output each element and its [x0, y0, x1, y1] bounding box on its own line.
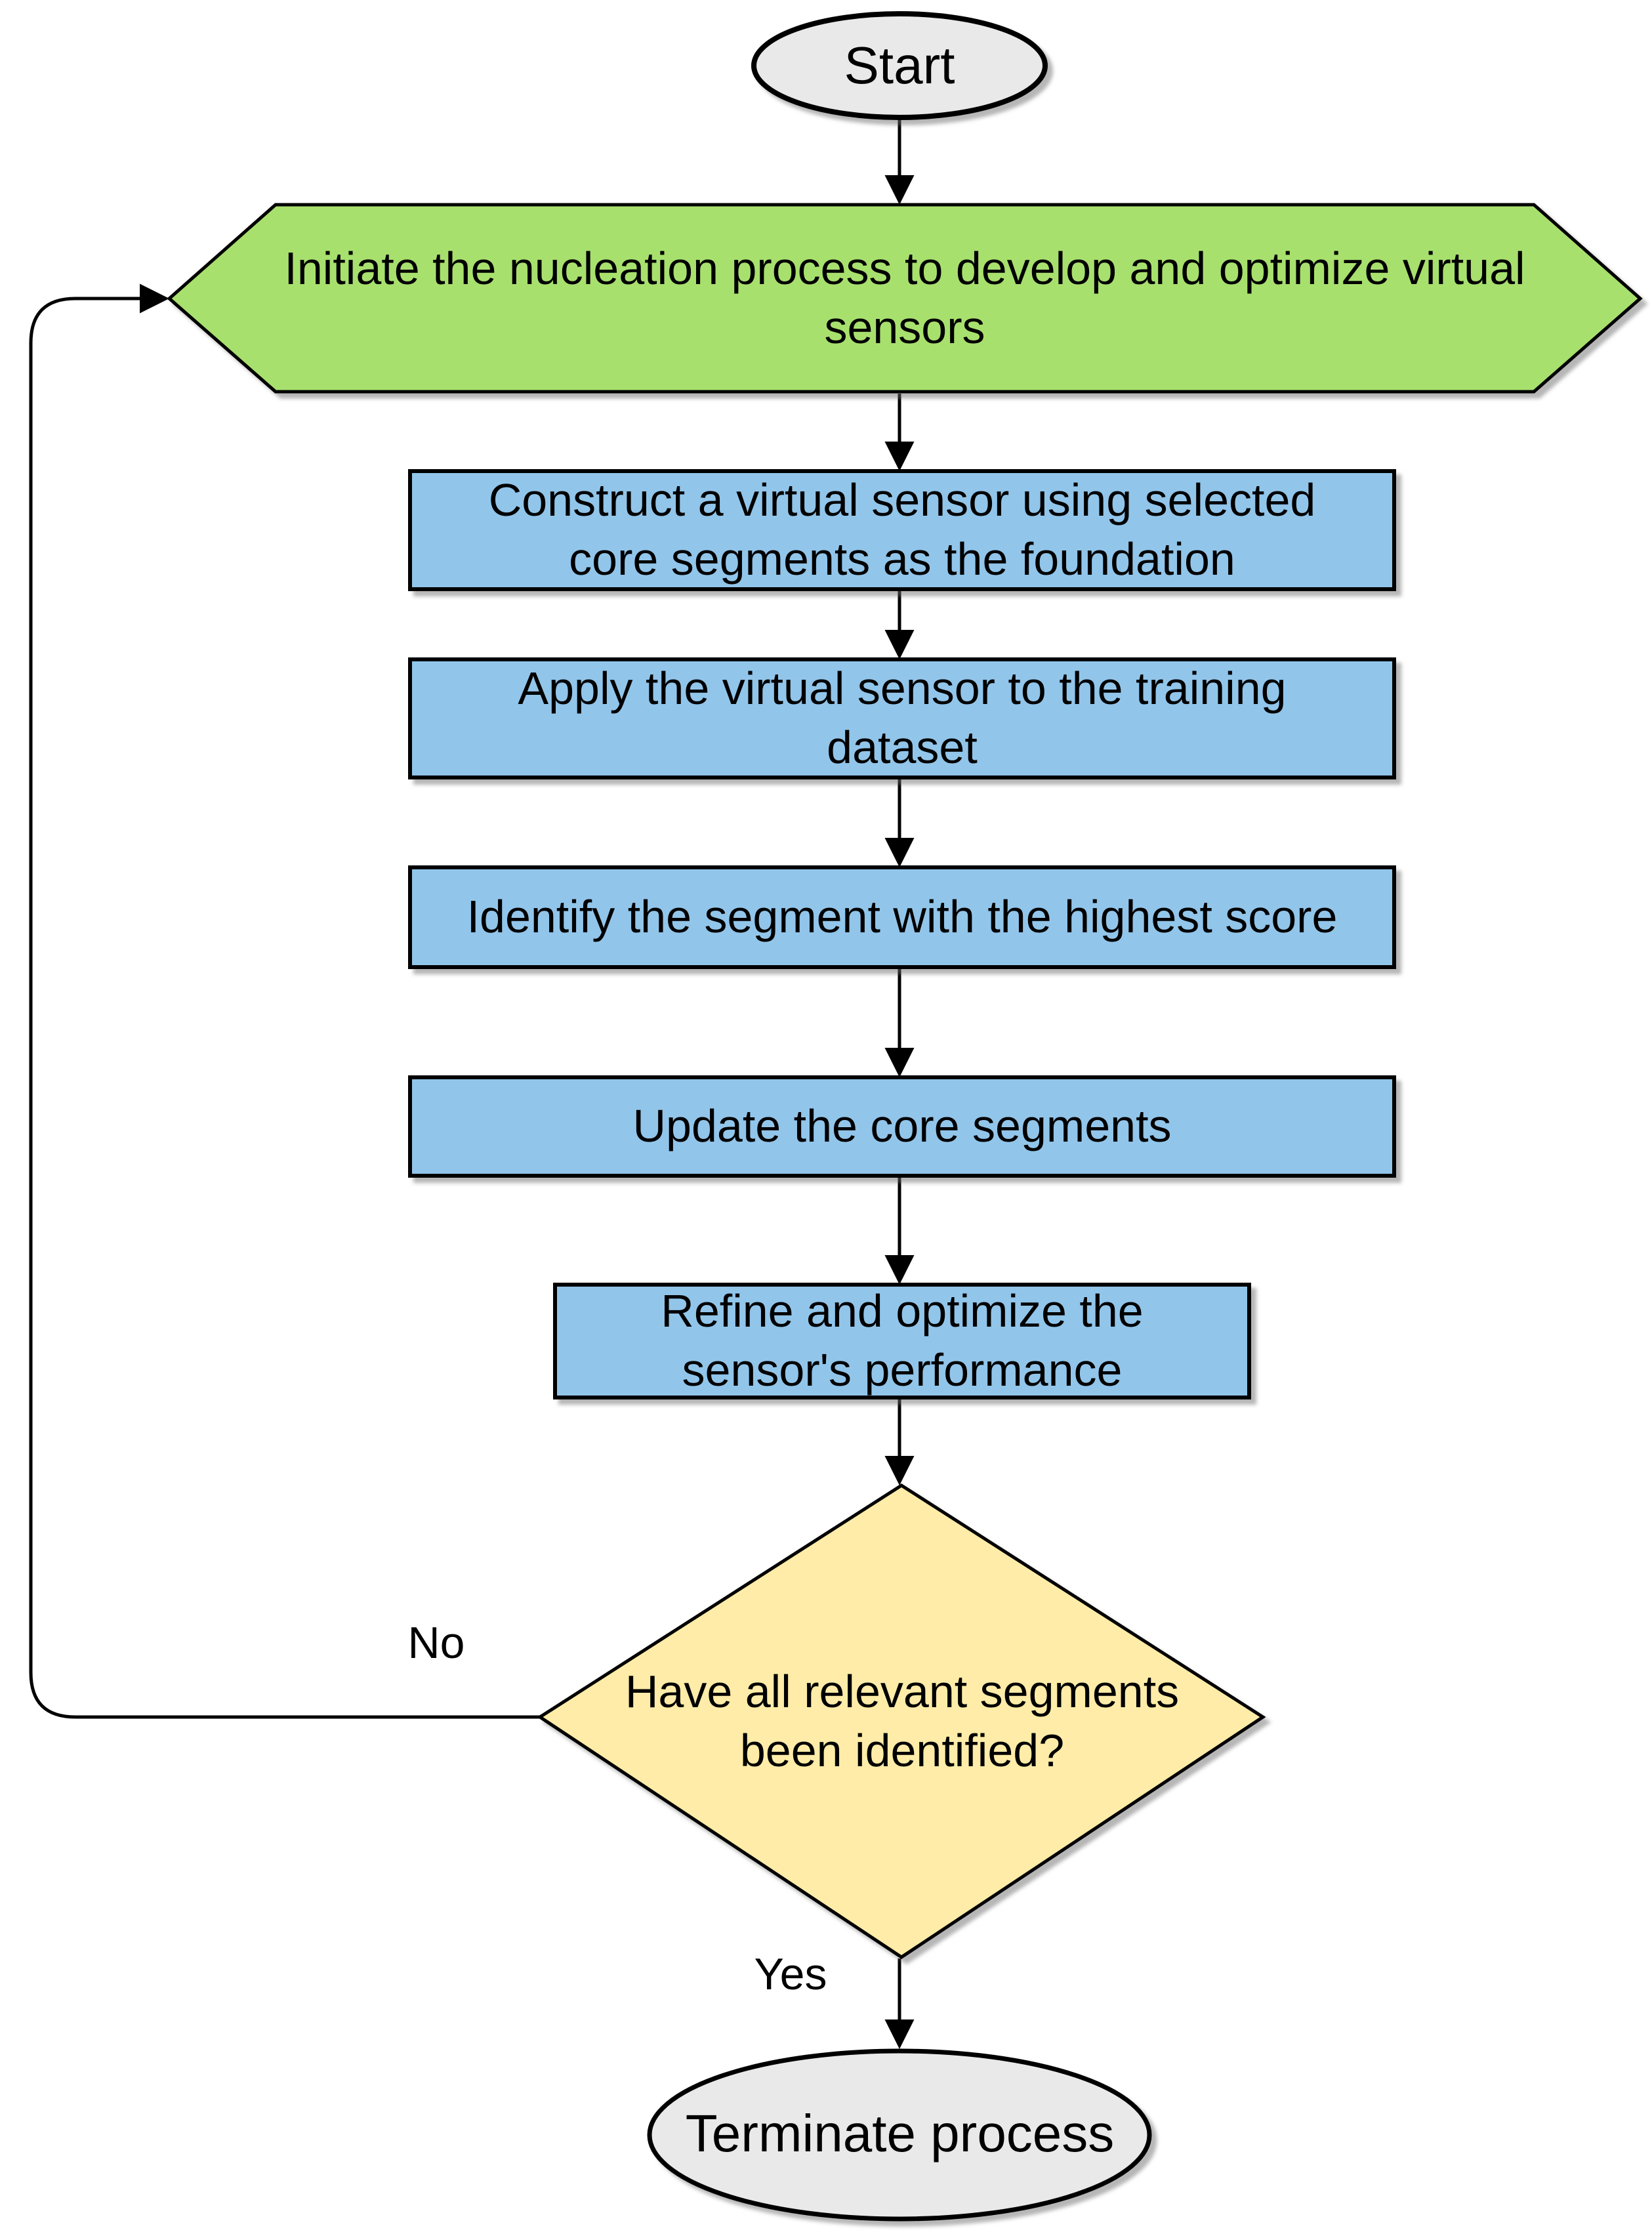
- apply-process-shape: [408, 657, 1396, 779]
- refine-process-shape: [553, 1283, 1251, 1399]
- update-process-shape: [408, 1075, 1396, 1178]
- update-label: Update the core segments: [632, 1100, 1172, 1152]
- refine-label: Refine and optimize the sensor's perform…: [661, 1285, 1144, 1396]
- construct-label: Construct a virtual sensor using selecte…: [488, 474, 1316, 585]
- identify-label: Identify the segment with the highest sc…: [466, 891, 1338, 943]
- terminate-label: Terminate process: [685, 2103, 1115, 2163]
- edge-label-no: No: [407, 1618, 465, 1668]
- initiate-hexagon-shape: [167, 203, 1643, 394]
- start-terminator-shape: [751, 11, 1048, 120]
- edge-label-yes: Yes: [754, 1949, 827, 2000]
- terminate-terminator-shape: [647, 2048, 1152, 2222]
- connector-no-loopback: [29, 283, 540, 1719]
- start-label: Start: [844, 35, 955, 94]
- apply-label: Apply the virtual sensor to the training…: [518, 663, 1287, 773]
- decision-diamond-shape: [537, 1483, 1266, 1960]
- initiate-label: Initiate the nucleation process to devel…: [284, 242, 1525, 353]
- identify-process-shape: [408, 865, 1396, 969]
- construct-process-shape: [408, 469, 1396, 591]
- decision-label: Have all relevant segments been identifi…: [625, 1666, 1180, 1776]
